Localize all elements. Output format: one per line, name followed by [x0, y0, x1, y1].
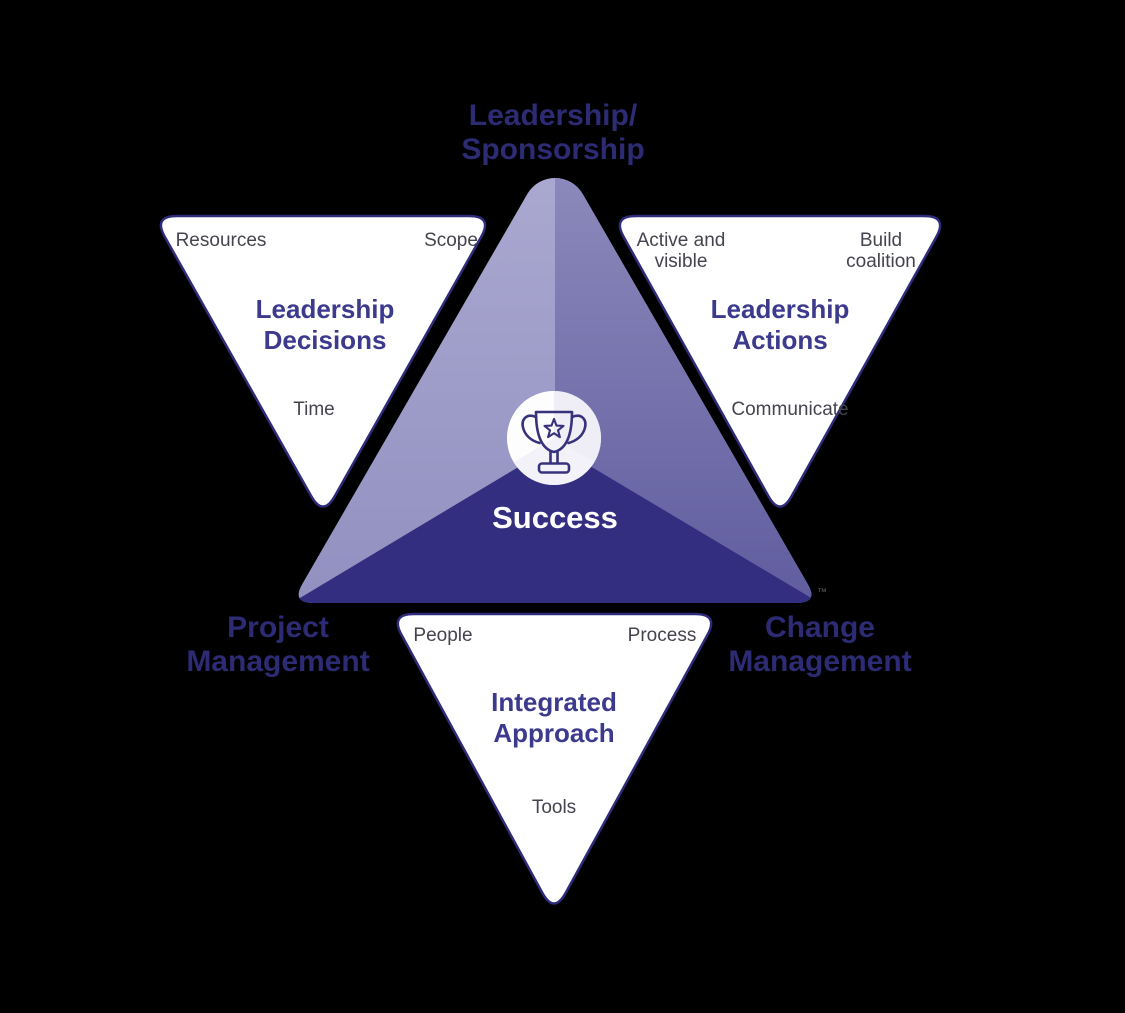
right-triangle-title: Leadership Actions: [711, 294, 850, 356]
right-title-line1: Leadership: [710, 294, 850, 324]
active-visible-line1: Active and: [636, 230, 726, 251]
trademark-symbol: ™: [817, 587, 827, 598]
project-label-line1: Project: [227, 611, 329, 644]
bottom-triangle-shape: [396, 612, 713, 905]
build-coalition-line1: Build: [859, 230, 903, 251]
right-title-line2: Actions: [732, 325, 828, 355]
bottom-corner-people: People: [413, 625, 473, 646]
bottom-corner-process: Process: [627, 625, 697, 646]
left-triangle-shape: [159, 214, 487, 508]
right-corner-communicate: Communicate: [731, 399, 849, 420]
right-triangle-shape: [618, 214, 942, 508]
right-corner-active-visible: Active and visible: [637, 230, 726, 272]
right-corner-build-coalition: Build coalition: [846, 230, 916, 272]
project-label-line2: Management: [186, 645, 370, 678]
top-label-leadership-sponsorship: Leadership/ Sponsorship: [461, 99, 644, 167]
bottom-title-line1: Integrated: [491, 687, 617, 717]
left-corner-scope: Scope: [424, 230, 478, 251]
left-corner-time: Time: [293, 399, 335, 420]
left-corner-resources: Resources: [175, 230, 267, 251]
trophy-circle-sector-bottom: [513, 438, 595, 485]
top-label-line1: Leadership/: [468, 99, 638, 132]
bottom-corner-tools: Tools: [531, 797, 577, 818]
active-visible-line2: visible: [654, 251, 708, 272]
build-coalition-line2: coalition: [846, 251, 916, 272]
change-label-line2: Management: [728, 645, 912, 678]
right-label-change-management: Change Management: [728, 611, 911, 679]
left-title-line2: Decisions: [263, 325, 387, 355]
trophy-icon: [521, 410, 587, 474]
trophy-medallion: [507, 391, 602, 485]
bottom-title-line2: Approach: [493, 718, 615, 748]
center-triangle-bottom-facet: [298, 445, 812, 603]
left-label-project-management: Project Management: [186, 611, 369, 679]
left-triangle-title: Leadership Decisions: [256, 294, 395, 356]
left-title-line1: Leadership: [255, 294, 395, 324]
change-label-line1: Change: [764, 611, 875, 644]
success-label: Success: [492, 500, 618, 535]
top-label-line2: Sponsorship: [461, 133, 645, 166]
bottom-triangle-title: Integrated Approach: [491, 687, 617, 749]
